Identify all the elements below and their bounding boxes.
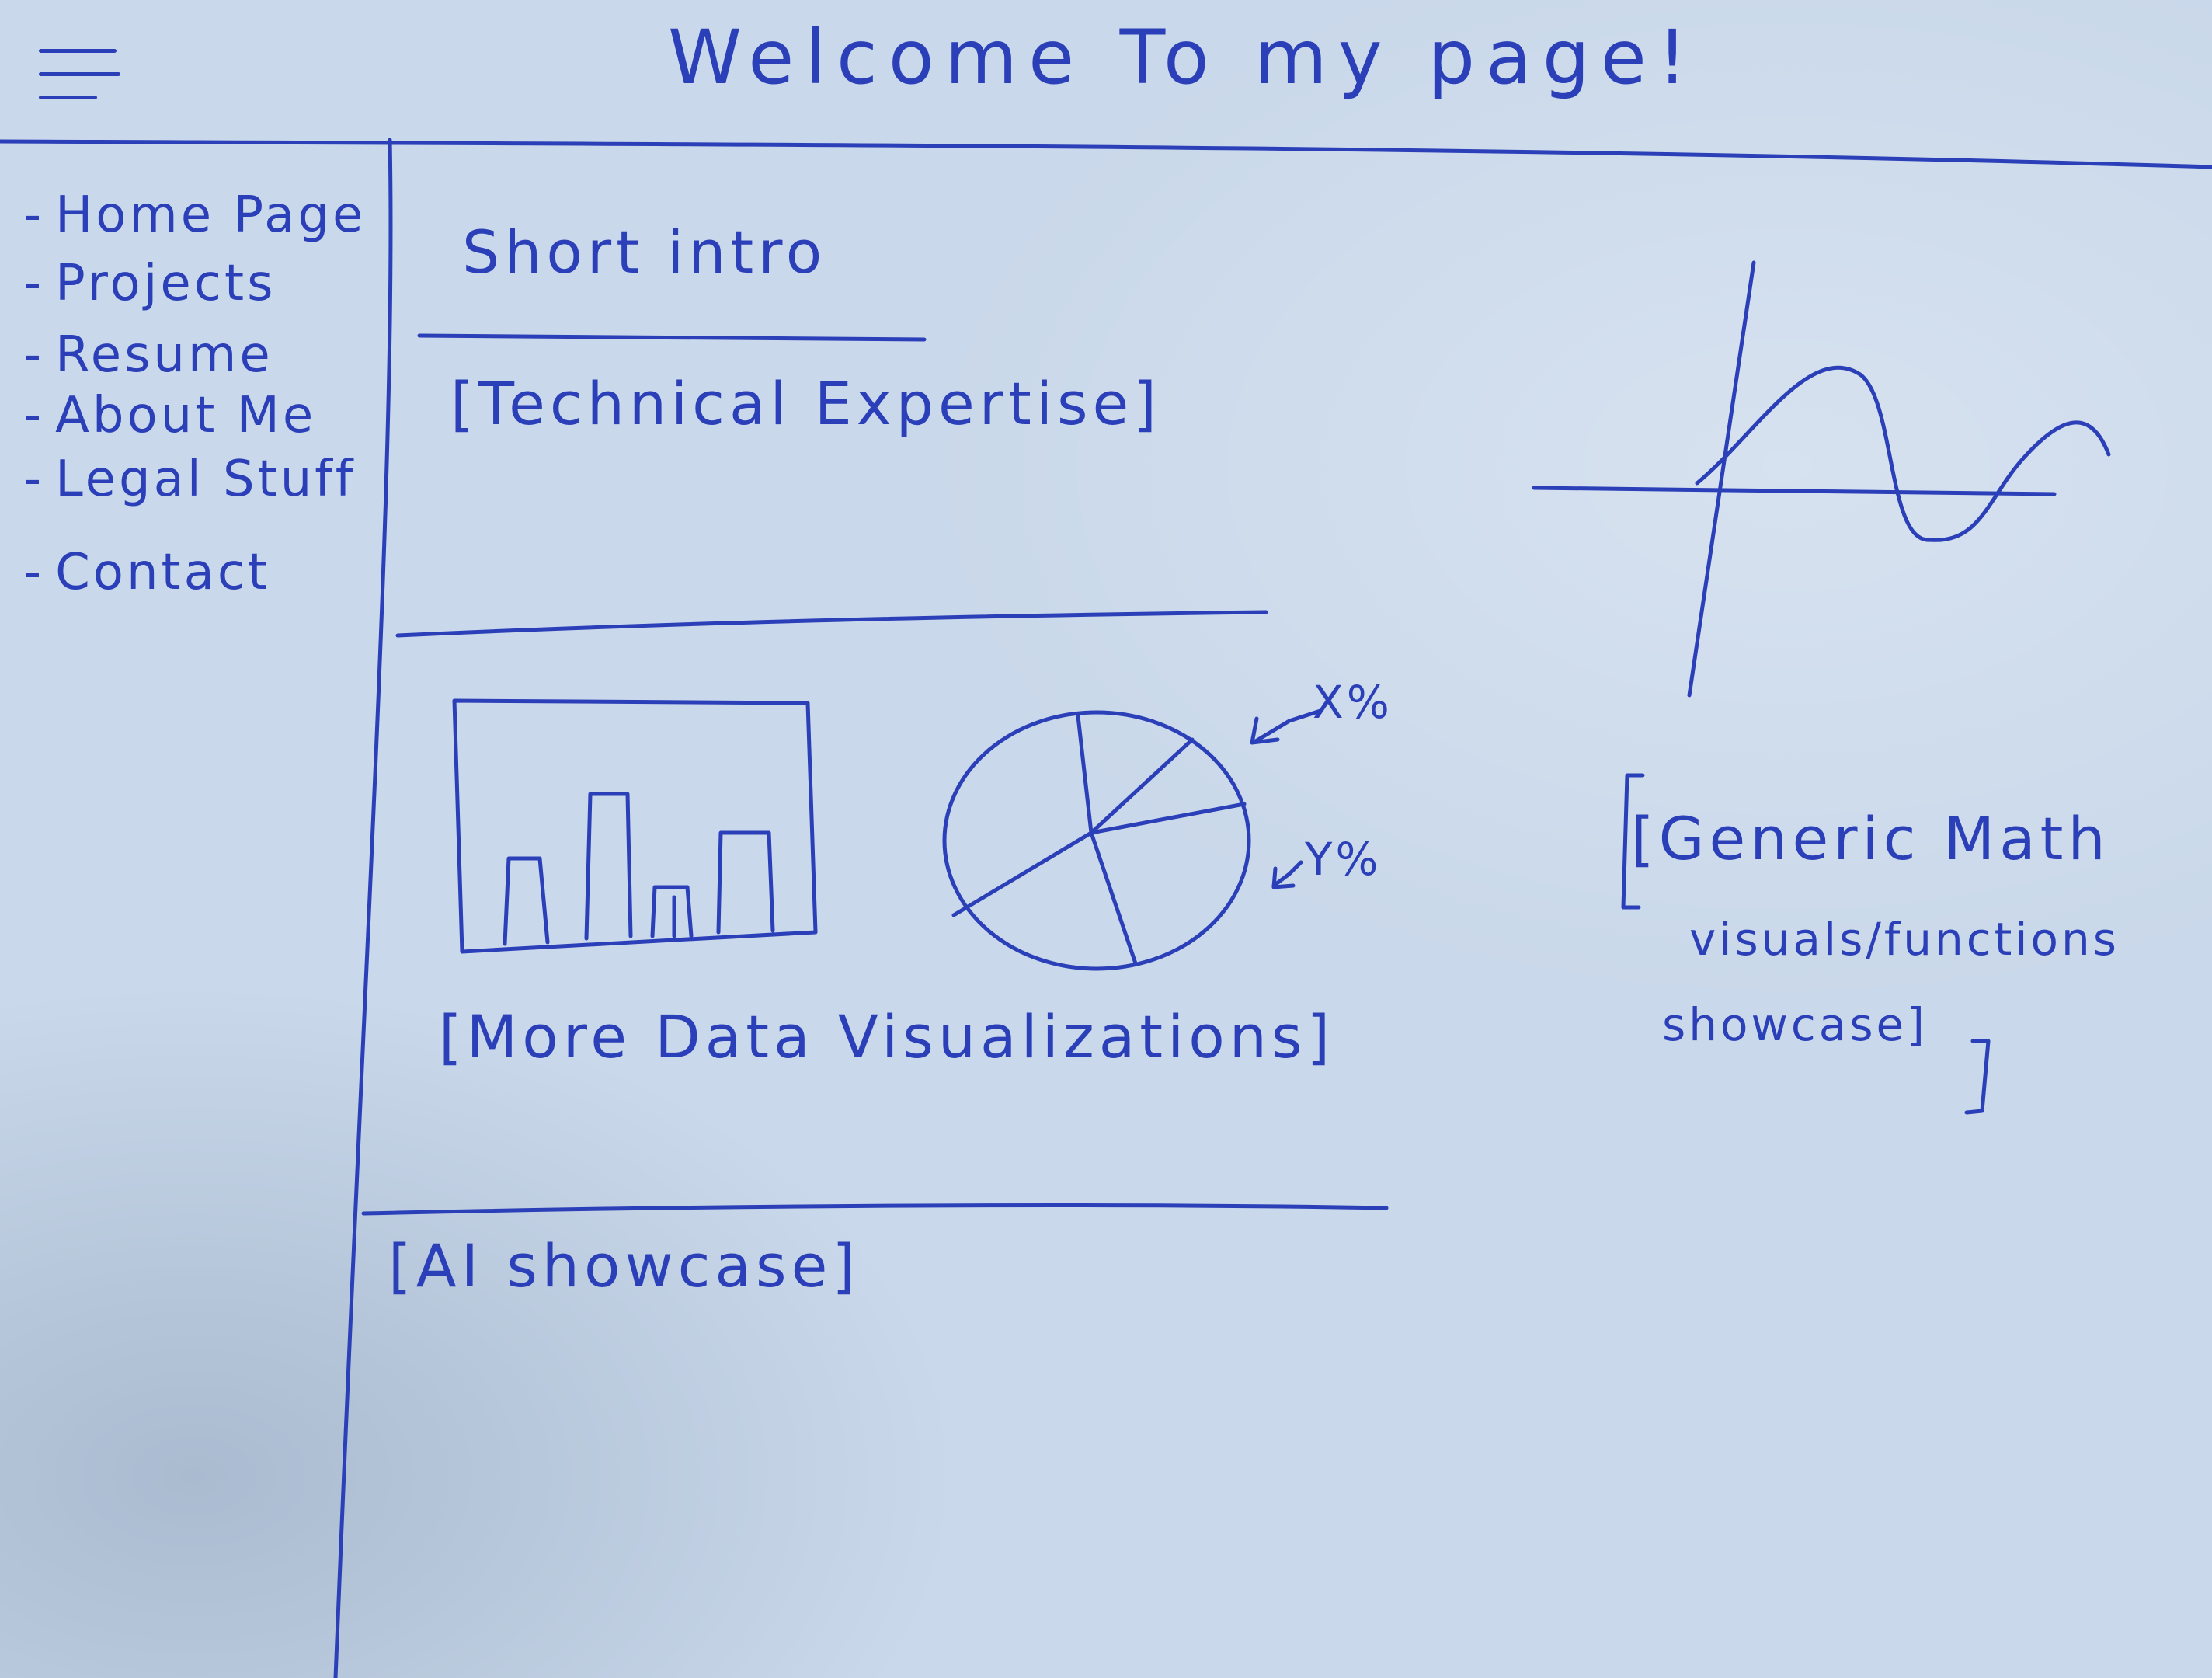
bullet-dash: - [23, 326, 45, 384]
ai-showcase-placeholder: [AI showcase] [388, 1231, 860, 1300]
sidebar-item-label: Resume [55, 326, 273, 384]
sidebar-item-label: About Me [55, 387, 317, 444]
bullet-dash: - [23, 451, 45, 508]
math-caption-line2: visuals/functions [1689, 913, 2120, 966]
bullet-dash: - [23, 544, 45, 601]
pie-chart-circle [942, 710, 1251, 971]
page-title: Welcome To my page! [668, 14, 1699, 101]
pie-chart-slice [1089, 802, 1247, 835]
sidebar-item-contact[interactable]: -Contact [23, 544, 270, 601]
bar-chart-bar [584, 792, 633, 941]
sidebar-divider [333, 138, 393, 1678]
math-caption-line1: [Generic Math [1631, 804, 2110, 873]
math-bracket-right [1964, 1039, 1991, 1115]
pie-chart-sketch [942, 708, 1323, 971]
header-divider [0, 139, 2212, 169]
bullet-dash: - [23, 255, 45, 312]
pie-label-y: Y% [1305, 833, 1382, 886]
sidebar-item-resume[interactable]: -Resume [23, 326, 273, 384]
bar-chart-frame [452, 698, 818, 954]
sidebar-item-home[interactable]: -Home Page [23, 186, 366, 244]
pie-arrow-y [1271, 860, 1303, 888]
pie-arrow-y-head [1271, 866, 1296, 889]
math-caption-line3: showcase] [1662, 998, 1928, 1051]
bullet-dash: - [23, 186, 45, 244]
pie-arrow-x-head [1250, 716, 1280, 745]
pie-chart-slice [1089, 737, 1195, 835]
function-plot-sketch [1532, 260, 2111, 698]
hamburger-menu-icon[interactable] [39, 43, 128, 105]
sidebar-item-legal[interactable]: -Legal Stuff [23, 451, 356, 508]
sidebar-item-label: Projects [55, 255, 276, 312]
sidebar-item-about[interactable]: -About Me [23, 387, 316, 444]
bar-chart-bar [650, 885, 694, 938]
pie-chart-slice [1089, 830, 1138, 966]
sidebar-item-label: Home Page [55, 186, 367, 244]
sidebar-item-label: Legal Stuff [55, 451, 356, 508]
pie-label-x: X% [1313, 676, 1393, 729]
plot-y-axis [1687, 260, 1756, 698]
pie-arrow-x [1252, 708, 1323, 744]
intro-heading: Short intro [462, 218, 827, 287]
math-bracket-left [1621, 773, 1645, 910]
plot-x-axis [1532, 486, 2057, 496]
bar-chart-sketch [452, 698, 818, 954]
pie-chart-slice [951, 830, 1094, 917]
technical-expertise-placeholder: [Technical Expertise] [450, 369, 1161, 438]
plot-curve [1695, 365, 2111, 542]
intro-divider [417, 333, 927, 342]
data-viz-caption: [More Data Visualizations] [439, 1002, 1335, 1071]
sidebar-item-projects[interactable]: -Projects [23, 255, 276, 312]
pie-chart-slice [1076, 714, 1094, 835]
technical-divider [395, 610, 1268, 638]
bullet-dash: - [23, 387, 45, 444]
dataviz-divider [361, 1203, 1389, 1216]
bar-chart-bar [716, 830, 775, 935]
bar-chart-bar [503, 856, 550, 946]
sidebar-item-label: Contact [55, 544, 271, 601]
